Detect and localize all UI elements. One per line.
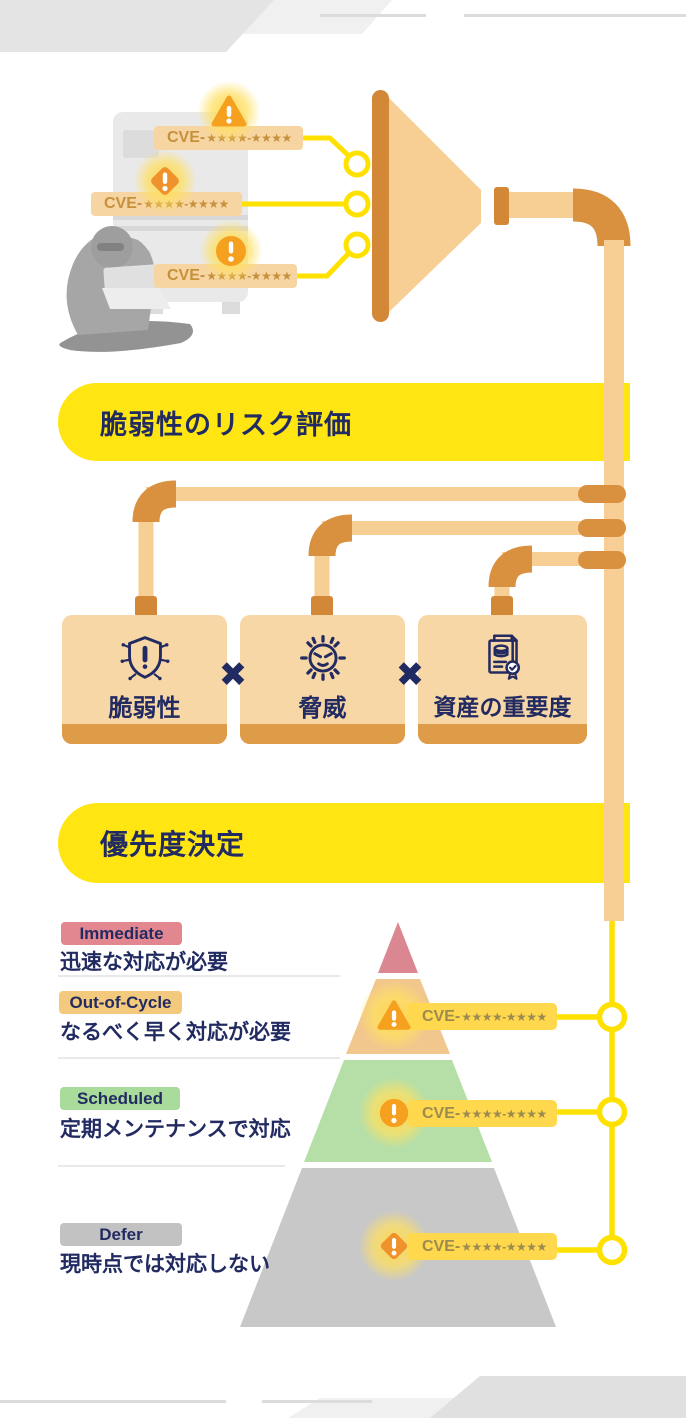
pipe-connectors (578, 485, 626, 569)
factor-label-vulnerability: 脆弱性 (108, 695, 181, 722)
multiply-icon-2: ✖ (395, 656, 425, 694)
pyramid-cve-chip-1-prefix: CVE- (422, 1007, 461, 1025)
funnel-illustration (372, 90, 631, 921)
warning-triangle-icon (211, 94, 247, 130)
decor-bottom-front-shape (430, 1376, 686, 1418)
pyramid-cve-chip-2-stars: ★★★★-★★★★ (461, 1106, 547, 1121)
scheduled-badge: Scheduled (60, 1087, 180, 1110)
cve-chip-2-prefix: CVE- (104, 195, 143, 212)
pyramid-cve-chip-3-prefix: CVE- (422, 1237, 461, 1255)
scheduled-description: 定期メンテナンスで対応 (60, 1118, 291, 1141)
warning-triangle-icon (377, 999, 411, 1033)
factor-box-bottom-bar (418, 724, 587, 744)
pyramid-cve-chip-1-stars: ★★★★-★★★★ (461, 1009, 547, 1024)
pyramid-cve-chip-3-stars: ★★★★-★★★★ (461, 1239, 547, 1254)
factor-box-threat: 脅威 (240, 615, 405, 744)
immediate-description: 迅速な対応が必要 (60, 951, 228, 974)
row-divider-3 (58, 1165, 285, 1167)
factor-label-asset-importance: 資産の重要度 (433, 694, 572, 720)
factor-box-bottom-bar (240, 724, 405, 744)
pyramid-immediate-section (378, 922, 418, 973)
shield-exclamation-icon (116, 628, 174, 686)
branch-pipes (132, 480, 604, 617)
factor-label-threat: 脅威 (298, 695, 347, 722)
warning-diamond-icon (147, 163, 183, 199)
warning-circle-icon (213, 233, 249, 269)
cve-chip-3-prefix: CVE- (167, 267, 206, 284)
decor-line-top-a (320, 14, 426, 17)
row-divider-1 (58, 975, 340, 977)
priority-routing-lines (557, 921, 615, 1253)
virus-icon (294, 628, 352, 686)
pyramid-cve-chip-1: CVE-★★★★-★★★★ (407, 1003, 557, 1030)
decor-line-top-b (464, 14, 686, 17)
decor-bottom-back-shape (288, 1398, 474, 1418)
decor-line-bottom-b (262, 1400, 372, 1403)
factor-box-bottom-bar (62, 724, 227, 744)
pyramid-cve-chip-2: CVE-★★★★-★★★★ (407, 1100, 557, 1127)
cve-chip-1-prefix: CVE- (167, 129, 206, 146)
decor-line-bottom-a (0, 1400, 226, 1403)
priority-routing-circles (596, 1001, 628, 1266)
warning-diamond-icon (377, 1229, 411, 1263)
risk-assessment-banner: 脆弱性のリスク評価 (58, 383, 630, 461)
row-divider-2 (58, 1057, 340, 1059)
immediate-badge: Immediate (61, 922, 182, 945)
pyramid-cve-chip-2-prefix: CVE- (422, 1104, 461, 1122)
risk-assessment-banner-label: 脆弱性のリスク評価 (100, 409, 352, 440)
defer-description: 現時点では対応しない (60, 1253, 270, 1276)
priority-banner-label: 優先度決定 (100, 829, 246, 860)
warning-circle-icon (377, 1096, 411, 1130)
hacker-illustration (59, 226, 194, 352)
out-of-cycle-badge: Out-of-Cycle (59, 991, 182, 1014)
factor-box-vulnerability: 脆弱性 (62, 615, 227, 744)
asset-document-icon (474, 628, 532, 686)
multiply-icon-1: ✖ (218, 656, 248, 694)
out-of-cycle-description: なるべく早く対応が必要 (60, 1021, 291, 1044)
defer-badge: Defer (60, 1223, 182, 1246)
priority-banner: 優先度決定 (58, 803, 630, 883)
funnel-inlet-circles (343, 150, 371, 259)
decor-top-front-shape (0, 0, 274, 52)
factor-box-asset-importance: 資産の重要度 (418, 615, 587, 744)
pyramid-cve-chip-3: CVE-★★★★-★★★★ (407, 1233, 557, 1260)
